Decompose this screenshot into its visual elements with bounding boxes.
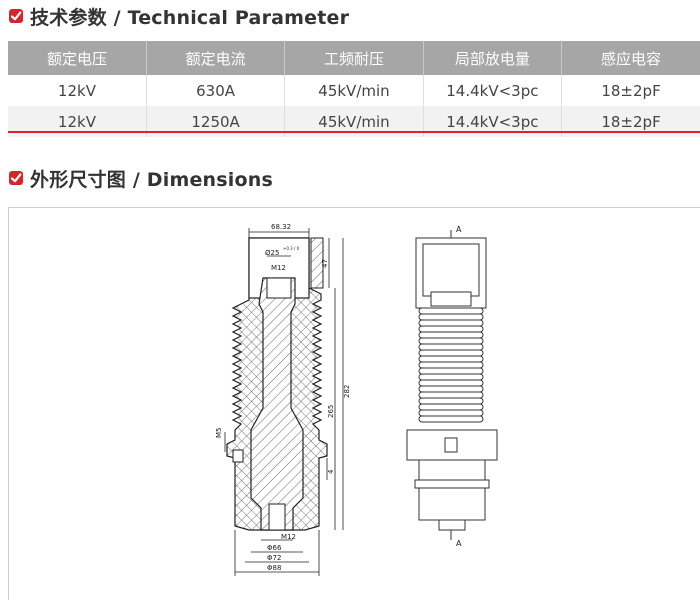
dim-small: 4 xyxy=(327,469,335,474)
conductor-section xyxy=(250,277,304,531)
dim-inner-height: 265 xyxy=(327,405,335,418)
dim-thread-top: M12 xyxy=(271,264,286,272)
table-cell: 14.4kV<3pc xyxy=(423,75,563,106)
table-bottom-rule xyxy=(8,131,700,133)
table-header-cell: 局部放电量 xyxy=(423,41,563,75)
dim-top-width: 68.32 xyxy=(271,223,291,231)
sheds xyxy=(418,307,484,423)
dim-top-height: 47 xyxy=(321,259,329,268)
section-title: 外形尺寸图 / Dimensions xyxy=(30,168,273,191)
table-cell: 18±2pF xyxy=(601,81,661,100)
dim-d66: Φ66 xyxy=(267,544,282,552)
table-cell: 12kV xyxy=(8,75,147,106)
table-header-cell: 工频耐压 xyxy=(284,41,424,75)
table-header-cell: 额定电压 xyxy=(8,41,147,75)
check-icon xyxy=(9,9,23,23)
table-header-row: 额定电压 额定电流 工频耐压 局部放电量 感应电容 xyxy=(8,41,700,75)
elevation-view xyxy=(406,230,498,540)
dim-m5: M5 xyxy=(215,428,223,439)
table-header-cell: 额定电流 xyxy=(146,41,286,75)
dimensions-heading: 外形尺寸图 / Dimensions xyxy=(8,166,273,191)
technical-parameter-heading: 技术参数 / Technical Parameter xyxy=(8,4,350,29)
table-cell: 45kV/min xyxy=(284,75,424,106)
section-marker-bottom: A xyxy=(456,539,462,548)
dim-thread-bottom: M12 xyxy=(281,533,296,541)
section-marker-top: A xyxy=(456,225,462,234)
technical-drawing: 68.32 Ø25 +0.3 / 0 M12 47 282 265 M5 4 M… xyxy=(215,223,498,576)
bottom-flange xyxy=(232,449,244,463)
dim-d88: Φ88 xyxy=(267,564,281,572)
section-title: 技术参数 / Technical Parameter xyxy=(30,6,350,29)
table-header-cell: 感应电容 xyxy=(561,41,700,75)
dim-d72: Φ72 xyxy=(267,554,281,562)
table-row: 12kV 630A 45kV/min 14.4kV<3pc 18±2pF xyxy=(8,75,700,106)
dimension-drawing-panel: 68.32 Ø25 +0.3 / 0 M12 47 282 265 M5 4 M… xyxy=(8,207,700,600)
check-icon xyxy=(9,171,23,185)
parameter-table: 额定电压 额定电流 工频耐压 局部放电量 感应电容 12kV 630A 45kV… xyxy=(8,41,700,137)
section-view: 68.32 Ø25 +0.3 / 0 M12 47 282 265 M5 4 M… xyxy=(215,223,351,576)
table-cell: 630A xyxy=(146,75,286,106)
dim-bore-tol: +0.3 / 0 xyxy=(283,246,300,251)
dim-bore: Ø25 xyxy=(265,249,279,257)
dim-total-height: 282 xyxy=(343,385,351,398)
